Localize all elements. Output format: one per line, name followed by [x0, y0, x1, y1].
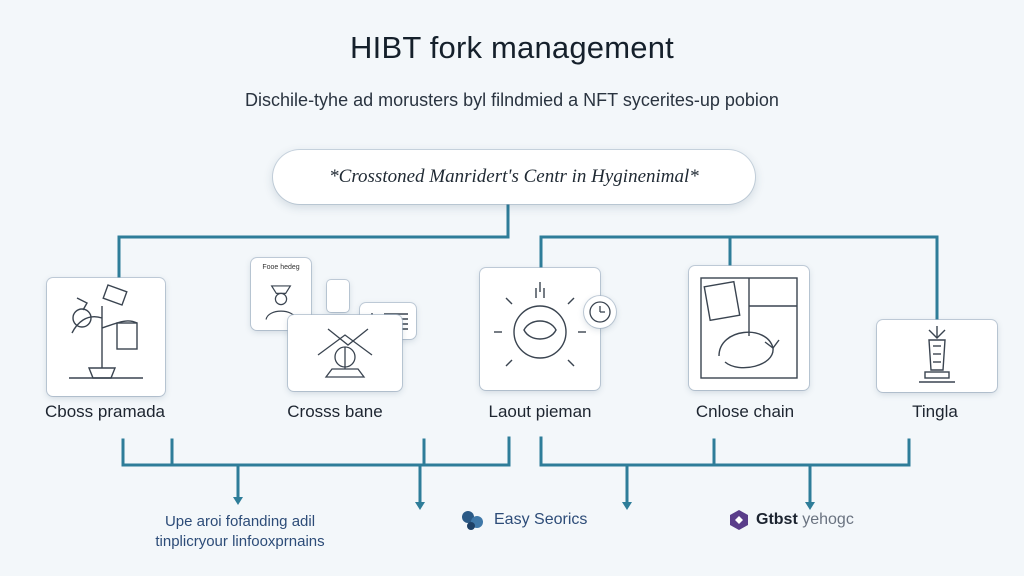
footer-line-2: tinplicryour linfooxprnains [155, 533, 325, 550]
footer-line-1: Upe aroi fofanding adil [164, 513, 316, 530]
node-label-3: Laout pieman [488, 402, 592, 421]
logo-gtbst[interactable]: Gtbst yehogc [728, 508, 854, 532]
logo-easy-seorics[interactable]: Easy Seorics [460, 508, 587, 532]
central-node-label: *Crosstoned Manridert's Centr in Hyginen… [329, 166, 699, 187]
hexagon-logo-icon [730, 510, 748, 530]
central-node[interactable]: *Crosstoned Manridert's Centr in Hyginen… [273, 150, 755, 204]
node-label-1: Cboss pramada [44, 402, 165, 421]
logo2-label: Gtbst yehogc [756, 511, 854, 529]
node-label-4: Cnlose chain [695, 402, 795, 421]
node-card-3[interactable] [480, 268, 600, 390]
lab-apparatus-icon [69, 284, 143, 379]
tower-icon [919, 326, 955, 383]
node-card-1[interactable] [47, 278, 165, 396]
node-card-5[interactable] [877, 320, 997, 392]
logo2-label-rest: yehogc [797, 511, 854, 528]
node-card-4[interactable] [689, 266, 809, 390]
document-stack-icon [317, 328, 373, 378]
node-card-2[interactable] [288, 315, 402, 391]
node-label-2: Crosss bane [287, 402, 383, 421]
small-card-label: Fooe hedeg [262, 264, 300, 271]
logo1-label: Easy Seorics [494, 511, 588, 528]
node-label-5: Tingla [912, 402, 958, 421]
page-title: HIBT fork management [350, 30, 674, 65]
clock-icon[interactable] [584, 296, 616, 328]
circular-arrow-icon [700, 277, 798, 379]
logo2-label-bold: Gtbst [756, 511, 798, 528]
footer-description: Upe aroi fofanding adil tinplicryour lin… [140, 512, 340, 552]
network-logo-icon [462, 511, 483, 530]
mini-tile [327, 280, 349, 312]
radiant-emblem-icon [494, 282, 586, 367]
page-subtitle: Dischile-tyhe ad morusters byl filndmied… [245, 90, 779, 110]
clock-face [589, 301, 611, 323]
